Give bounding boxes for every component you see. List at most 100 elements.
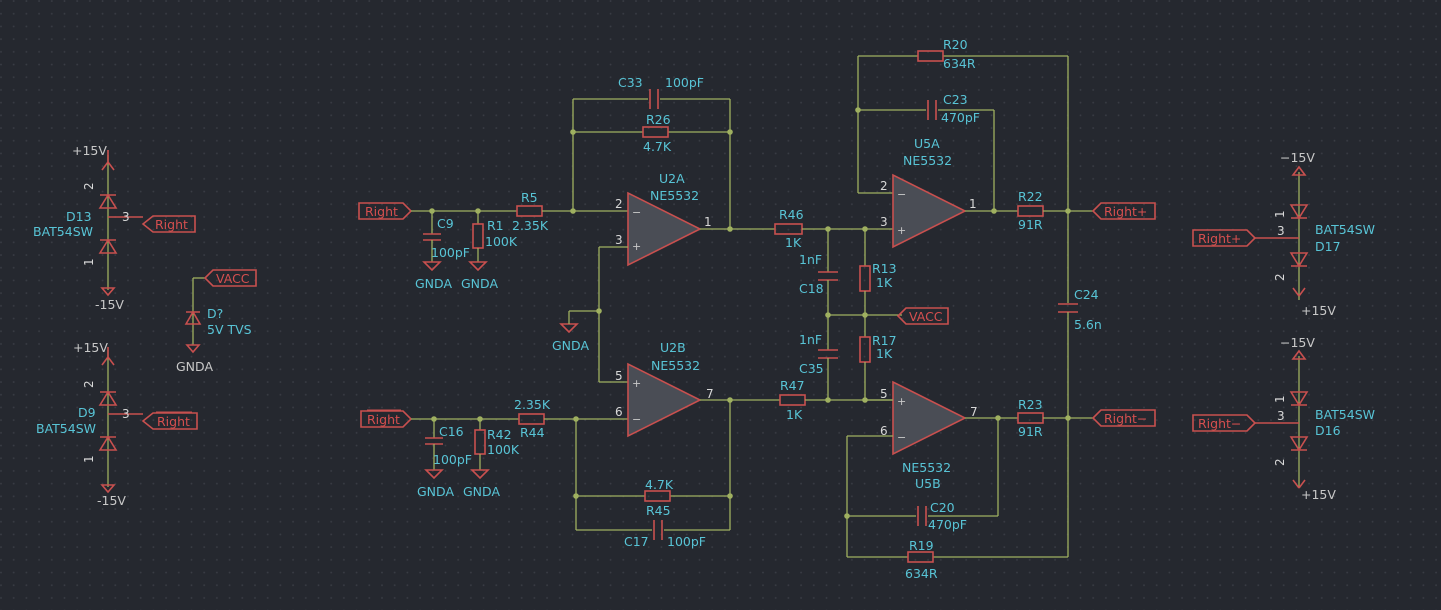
label-vacc-left[interactable]: VACC — [203, 269, 257, 287]
label-right-minus-out[interactable]: Right− — [1091, 409, 1156, 427]
r47-value: 1K — [786, 407, 803, 422]
d16-pin-mid: 3 — [1277, 409, 1285, 423]
u2b-value: NE5532 — [651, 358, 700, 373]
label-right-plus-d17-text: Right+ — [1198, 231, 1241, 246]
d9-value: BAT54SW — [36, 421, 96, 436]
resistor-r26[interactable]: R26 4.7K — [642, 112, 672, 154]
gnda-mid-text: GNDA — [552, 338, 589, 353]
resistor-r22[interactable]: R22 91R — [1017, 189, 1093, 232]
opamp-plus-sign: + — [897, 224, 906, 237]
input-label-right-top[interactable]: Right — [358, 202, 413, 220]
junction — [596, 308, 602, 314]
c17-ref: C17 — [624, 534, 649, 549]
resistor-r13[interactable]: R13 1K — [859, 229, 897, 337]
r42-ref: R42 — [487, 427, 512, 442]
c23-ref: C23 — [943, 92, 968, 107]
d9-pin-bot: 1 — [82, 455, 96, 463]
d9-pin-top: 2 — [82, 380, 96, 388]
opamp-u2a[interactable]: − + 2 3 1 U2A NE5532 — [615, 171, 712, 267]
label-right-plus-out[interactable]: Right+ — [1091, 202, 1156, 220]
opamp-plus-sign: + — [632, 240, 641, 253]
u2a-ref: U2A — [659, 171, 685, 186]
diode-tvs[interactable]: D? 5V TVS GNDA — [176, 277, 252, 374]
label-right-d13[interactable]: Right — [141, 215, 196, 233]
opamp-u2b[interactable]: + − 5 6 7 U2B NE5532 — [615, 340, 714, 438]
tvs-gnda: GNDA — [176, 359, 213, 374]
diode-d9[interactable]: 2 3 1 D9 BAT54SW +15V -15V — [36, 340, 143, 508]
diode-d16[interactable]: 1 3 2 BAT54SW D16 −15V +15V — [1255, 335, 1375, 502]
u2b-pin-in: 6 — [615, 405, 623, 419]
label-right-bar-d9[interactable]: Right — [141, 411, 198, 430]
diode-d17[interactable]: 1 3 2 BAT54SW D17 −15V +15V — [1255, 150, 1375, 318]
c35-value: 1nF — [799, 332, 822, 347]
label-vacc-mid-text: VACC — [909, 309, 943, 324]
diode-d13[interactable]: 2 3 1 D13 BAT54SW +15V -15V — [33, 143, 143, 312]
c16-ref: C16 — [439, 424, 464, 439]
resistor-r46[interactable]: R46 1K — [774, 207, 893, 250]
r26-value: 4.7K — [643, 139, 672, 154]
d16-value: BAT54SW — [1315, 407, 1375, 422]
c20-value: 470pF — [928, 517, 967, 532]
opamp-minus-sign: − — [632, 206, 641, 219]
label-right-plus-d17[interactable]: Right+ — [1192, 229, 1257, 247]
opamp-plus-sign: + — [897, 395, 906, 408]
capacitor-c9[interactable]: C9 100pF GNDA — [415, 211, 470, 291]
opamp-u5a[interactable]: − + 2 3 1 U5A NE5532 — [880, 136, 977, 249]
c24-ref: C24 — [1074, 287, 1099, 302]
r45-ref: R45 — [646, 503, 671, 518]
input-label-right-top-text: Right — [365, 204, 398, 219]
junction — [573, 493, 579, 499]
u5b-value: NE5532 — [902, 460, 951, 475]
input-label-right-bottom[interactable]: Right — [360, 409, 413, 428]
capacitor-c24[interactable]: C24 5.6n — [1058, 287, 1102, 557]
d13-power-bot: -15V — [95, 297, 124, 312]
tvs-value: 5V TVS — [207, 322, 252, 337]
resistor-r1[interactable]: R1 100K GNDA — [461, 211, 518, 291]
r46-value: 1K — [785, 235, 802, 250]
capacitor-c35[interactable]: 1nF C35 — [799, 332, 838, 400]
resistor-r5[interactable]: R5 2.35K — [512, 190, 628, 233]
d13-pin-top: 2 — [82, 182, 96, 190]
u2a-pin-out: 1 — [704, 215, 712, 229]
r42-gnda: GNDA — [463, 484, 500, 499]
u5b-pin-in: 6 — [880, 424, 888, 438]
c23-value: 470pF — [941, 110, 980, 125]
u5a-ref: U5A — [914, 136, 940, 151]
r22-ref: R22 — [1018, 189, 1043, 204]
d17-pin-mid: 3 — [1277, 224, 1285, 238]
c18-value: 1nF — [799, 252, 822, 267]
opamp-u5b[interactable]: + − 5 6 7 NE5532 U5B — [880, 380, 978, 491]
label-vacc-left-text: VACC — [216, 271, 250, 286]
d17-pin-bot: 2 — [1273, 273, 1287, 281]
r20-ref: R20 — [943, 37, 968, 52]
junction — [727, 493, 733, 499]
tvs-ref: D? — [207, 306, 223, 321]
c9-value: 100pF — [431, 245, 470, 260]
label-right-minus-d16[interactable]: Right− — [1192, 414, 1257, 432]
capacitor-c17[interactable]: C17 100pF — [624, 520, 706, 549]
resistor-r23[interactable]: R23 91R — [1017, 397, 1093, 439]
capacitor-c16[interactable]: C16 100pF GNDA — [417, 419, 472, 499]
capacitor-c33[interactable]: C33 100pF — [618, 75, 704, 109]
d13-value: BAT54SW — [33, 224, 93, 239]
r17-ref: R17 — [872, 333, 897, 348]
c35-ref: C35 — [799, 361, 824, 376]
d17-ref: D17 — [1315, 239, 1341, 254]
d13-power-top: +15V — [72, 143, 107, 158]
label-vacc-mid[interactable]: VACC — [896, 307, 949, 325]
u2a-pin-in: 2 — [615, 197, 623, 211]
capacitor-c20[interactable]: C20 470pF — [917, 500, 967, 532]
resistor-r17[interactable]: R17 1K — [859, 333, 897, 400]
u5b-pin-out: 7 — [970, 405, 978, 419]
capacitor-c18[interactable]: 1nF C18 — [799, 229, 838, 350]
resistor-r42[interactable]: R42 100K GNDA — [463, 419, 520, 499]
label-right-d13-text: Right — [155, 217, 188, 232]
d16-pin-bot: 2 — [1273, 458, 1287, 466]
capacitor-c23[interactable]: C23 470pF — [927, 92, 980, 125]
resistor-r20[interactable]: R20 634R — [917, 37, 976, 71]
resistor-r44[interactable]: 2.35K R44 — [514, 397, 628, 440]
resistor-r45[interactable]: 4.7K R45 — [644, 477, 674, 518]
resistor-r19[interactable]: R19 634R — [905, 538, 938, 581]
r44-ref: R44 — [520, 425, 545, 440]
